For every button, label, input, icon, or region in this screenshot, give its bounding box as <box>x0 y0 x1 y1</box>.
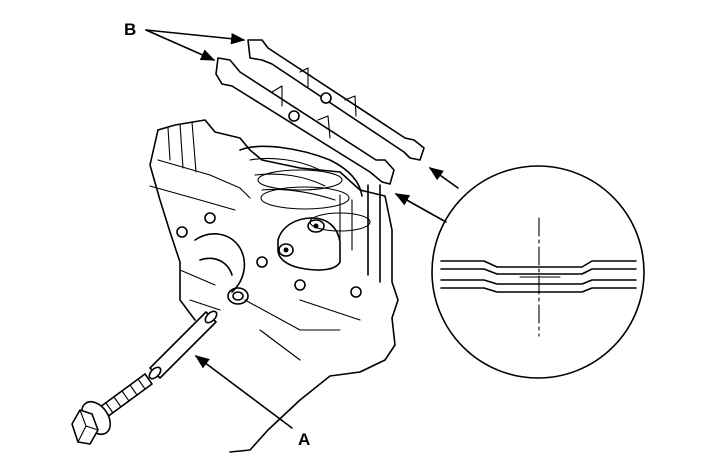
callout-b-arrows <box>145 29 246 61</box>
detail-arrows <box>394 167 459 223</box>
detail-magnifier <box>431 165 645 379</box>
callout-a-arrow <box>194 355 293 429</box>
part-a-guide-pin <box>148 310 218 380</box>
engine-block <box>149 119 399 453</box>
callout-label-b: B <box>124 20 136 39</box>
part-b-plate-front <box>215 57 395 185</box>
bolt <box>71 373 153 445</box>
callout-label-a: A <box>298 430 310 449</box>
part-b-plate-rear <box>247 39 425 161</box>
